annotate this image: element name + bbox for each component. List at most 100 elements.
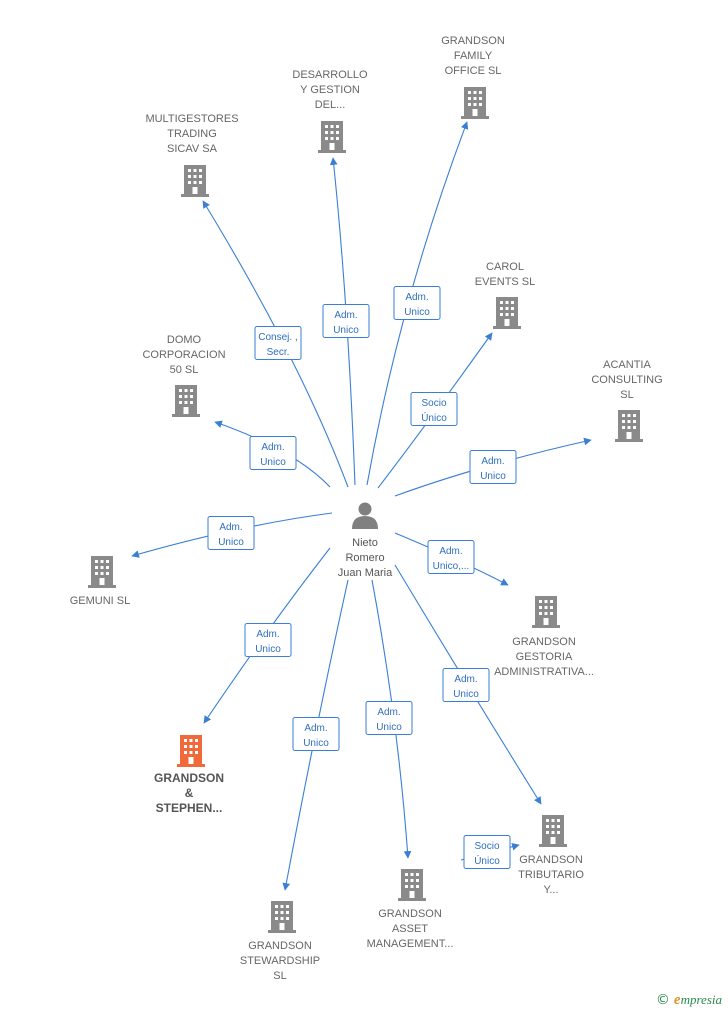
edge-role-label[interactable]: Consej. ,Secr. (254, 326, 302, 360)
node-stephen[interactable]: GRANDSON&STEPHEN... (154, 735, 224, 815)
node-label-line: GRANDSON (512, 636, 576, 648)
edge-center-to-asset: Adm.Unico (365, 579, 413, 859)
edge-label-box (254, 326, 302, 360)
edge-label-box (442, 668, 490, 702)
node-label-line: GRANDSON (378, 908, 442, 920)
edge-label-line: Adm. (219, 522, 242, 533)
node-gemuni[interactable]: GEMUNI SL (70, 556, 131, 607)
edge-label-box (207, 516, 255, 550)
node-label-line: STEWARDSHIP (240, 955, 320, 967)
edge-role-label[interactable]: Adm.Unico (469, 450, 517, 484)
edge-label-line: Unico (303, 738, 329, 749)
building-icon (461, 87, 489, 119)
edge-label-line: Socio (421, 398, 446, 409)
edge-label-line: Socio (474, 841, 499, 852)
edge-label-line: Adm. (481, 456, 504, 467)
edge-label-line: Unico (260, 457, 286, 468)
edge-label-line: Adm. (439, 546, 462, 557)
edge-role-label[interactable]: Adm. Unico (322, 304, 370, 338)
edge-role-label[interactable]: Adm.Unico (365, 701, 413, 735)
node-label-line: SL (273, 970, 286, 982)
edge-center-to-stephen: Adm. Unico (203, 547, 331, 724)
edge-label-line: Único (421, 411, 447, 424)
node-label-line: SL (620, 389, 633, 401)
edge-label-line: Adm. (304, 723, 327, 734)
node-label-line: DOMO (167, 334, 202, 346)
node-label-line: MANAGEMENT... (367, 938, 454, 950)
edge-center-to-grandson-family: Adm.Unico (366, 121, 469, 486)
node-label-line: SICAV SA (167, 143, 218, 155)
edge-label-line: Adm. (261, 442, 284, 453)
node-label-line: DEL... (315, 99, 346, 111)
node-label-line: TRIBUTARIO (518, 869, 584, 881)
node-asset[interactable]: GRANDSONASSETMANAGEMENT... (367, 869, 454, 950)
edge-center-to-domo: Adm. Unico (214, 420, 331, 488)
edge-label-line: Unico (404, 307, 430, 318)
edge-label-line: Adm. (334, 310, 357, 321)
edge-role-label[interactable]: Adm.Unico (207, 516, 255, 550)
node-tributario[interactable]: GRANDSONTRIBUTARIOY... (518, 815, 584, 896)
edge-label-line: Unico (453, 689, 479, 700)
edge-label-line: Unico (333, 325, 359, 336)
brand-initial: e (673, 991, 681, 1008)
brand-logo[interactable]: empresia (674, 992, 722, 1009)
node-label-line: & (185, 786, 194, 800)
person-label-line: Juan Maria (338, 567, 393, 579)
building-icon (88, 556, 116, 588)
edge-label-line: Adm. (377, 707, 400, 718)
edge-role-label[interactable]: Adm. Unico (249, 436, 297, 470)
copyright-badge: © empresia (656, 991, 722, 1009)
edge-label-box (463, 835, 511, 869)
edge-label-box (469, 450, 517, 484)
node-label-line: Y... (543, 884, 558, 896)
building-icon (172, 385, 200, 417)
person-label-line: Nieto (352, 537, 378, 549)
edge-label-line: Único (474, 854, 500, 867)
edge-label-line: Secr. (267, 347, 290, 358)
edge-label-box (249, 436, 297, 470)
edge-center-to-stewardship: Adm. Unico (282, 579, 349, 891)
building-icon (532, 596, 560, 628)
person-icon (352, 502, 378, 529)
node-gestoria[interactable]: GRANDSONGESTORIAADMINISTRATIVA... (494, 596, 594, 678)
edge-role-label[interactable]: Adm.Unico (442, 668, 490, 702)
building-icon (318, 121, 346, 153)
edge-label-box (322, 304, 370, 338)
edge-label-line: Unico (255, 644, 281, 655)
brand-name: mpresia (680, 991, 722, 1007)
edge-role-label[interactable]: Adm.Unico (393, 286, 441, 320)
node-label-line: ACANTIA (603, 359, 651, 371)
building-icon (177, 735, 205, 767)
edge-label-box (365, 701, 413, 735)
building-icon (268, 901, 296, 933)
building-icon (539, 815, 567, 847)
edge-center-to-gestoria: Adm. Unico,... (394, 532, 509, 586)
edge-role-label[interactable]: Adm. Unico (244, 623, 292, 657)
edge-center-to-desarrollo: Adm. Unico (322, 157, 370, 486)
edge-label-box (427, 540, 475, 574)
edge-label-box (393, 286, 441, 320)
edge-role-label[interactable]: Adm. Unico (292, 717, 340, 751)
edge-label-line: Unico,... (433, 561, 470, 572)
edge-role-label[interactable]: Adm. Unico,... (427, 540, 475, 574)
edge-label-box (410, 392, 458, 426)
node-label-line: GRANDSON (248, 940, 312, 952)
node-label-line: Y GESTION (300, 84, 360, 96)
person-label-line: Romero (345, 552, 384, 564)
edge-label-box (244, 623, 292, 657)
node-stewardship[interactable]: GRANDSON STEWARDSHIP SL (240, 901, 320, 982)
edge-label-line: Adm. (256, 629, 279, 640)
